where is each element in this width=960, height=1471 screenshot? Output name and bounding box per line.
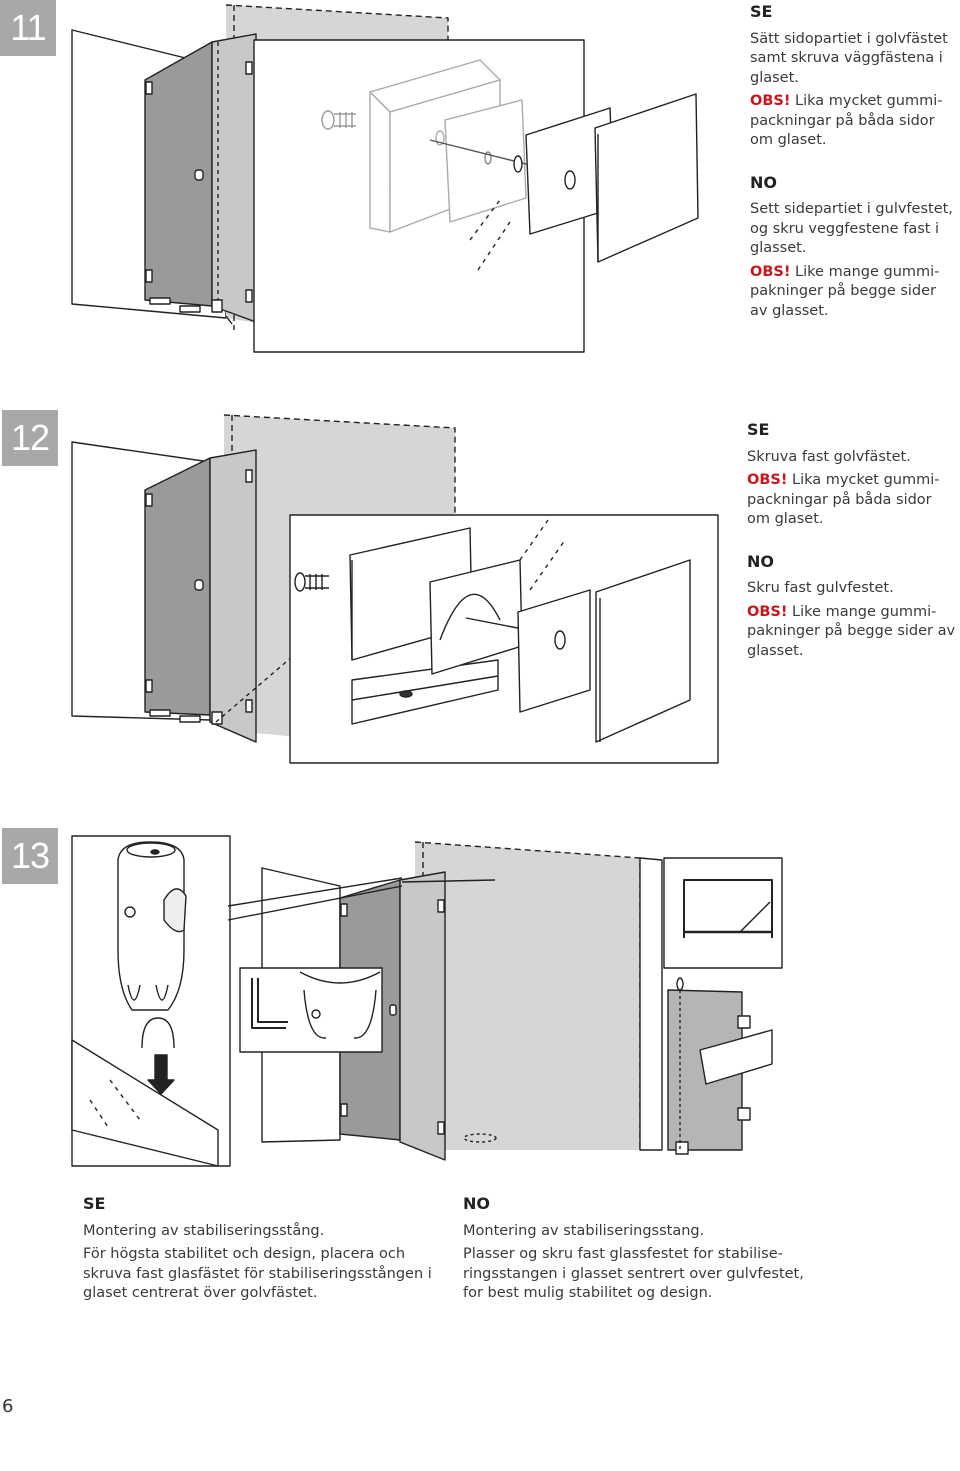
obs-label: OBS!	[750, 93, 791, 109]
step13-shower-illustration	[227, 841, 783, 1161]
step13-stabiliser-detail	[71, 835, 231, 1167]
step12-shower-illustration	[71, 414, 719, 764]
lang-no-label: NO	[750, 172, 777, 192]
step11-se-note-text: Lika mycket gummi-packningar på båda sid…	[750, 93, 943, 148]
step-number: 11	[10, 7, 46, 48]
step12-se-note-text: Lika mycket gummi-packningar på båda sid…	[747, 472, 940, 527]
step-13-badge: 13	[2, 828, 58, 884]
step11-no-instruction: Sett sidepartiet i gulvfestet, og skru v…	[750, 201, 953, 256]
step12-no-note: OBS! Like mange gummi-pakninger på begge…	[747, 603, 957, 662]
step-number: 12	[10, 417, 50, 458]
step12-se-note: OBS! Lika mycket gummi-packningar på båd…	[747, 471, 957, 530]
step-12-badge: 12	[2, 410, 58, 466]
obs-label: OBS!	[747, 472, 788, 488]
lang-no-label: NO	[747, 551, 774, 571]
obs-label: OBS!	[750, 263, 791, 280]
step12-se-instruction: Skruva fast golvfästet.	[747, 448, 911, 465]
lang-no-label: NO	[463, 1194, 490, 1213]
step12-text-block: SE Skruva fast golvfästet. OBS! Lika myc…	[747, 420, 957, 661]
step13-no-title: Montering av stabiliseringsstang.	[463, 1222, 705, 1239]
step12-no-instruction: Skru fast gulvfestet.	[747, 580, 894, 596]
lang-se-label: SE	[750, 2, 773, 21]
step11-no-note-text: Like mange gummi-pakninger på begge side…	[750, 263, 940, 319]
step13-se-text-block: SE Montering av stabiliseringsstång. För…	[83, 1194, 433, 1304]
step12-no-note-text: Like mange gummi-pakninger på begge side…	[747, 603, 956, 659]
step13-se-title: Montering av stabiliseringsstång.	[83, 1222, 325, 1239]
step11-se-instruction: Sätt sidopartiet i golvfästet samt skruv…	[750, 30, 948, 86]
lang-se-label: SE	[747, 420, 770, 439]
step13-se-body: För högsta stabilitet och design, placer…	[83, 1246, 432, 1301]
lang-se-label: SE	[83, 1194, 106, 1213]
step-number: 13	[10, 835, 50, 876]
step11-shower-illustration	[71, 4, 699, 353]
step11-se-note: OBS! Lika mycket gummi-packningar på båd…	[750, 92, 958, 151]
step11-no-note: OBS! Like mange gummi-pakninger på begge…	[750, 263, 958, 322]
step-11-badge: 11	[0, 0, 56, 56]
page-number: 6	[2, 1396, 14, 1417]
step11-text-block: SE Sätt sidopartiet i golvfästet samt sk…	[750, 2, 958, 321]
obs-label: OBS!	[747, 603, 788, 620]
step13-no-text-block: NO Montering av stabiliseringsstang. Pla…	[463, 1194, 813, 1304]
step13-no-body: Plasser og skru fast glassfestet for sta…	[463, 1246, 804, 1301]
